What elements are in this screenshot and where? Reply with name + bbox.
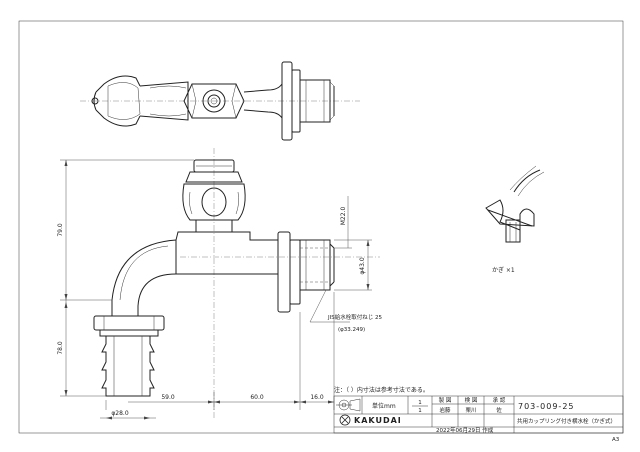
reference-note: 注：（ ）内寸法は参考寸法である。 xyxy=(334,386,429,394)
product-name: 共用カップリング付き横水栓（かぎ式） xyxy=(517,417,616,425)
key-caption: かぎ ×1 xyxy=(492,266,515,274)
scale-denominator: 1 xyxy=(418,408,422,414)
title-block xyxy=(333,395,624,434)
dim-thread-top: M22.0 xyxy=(340,207,347,226)
dim-body-dia: φ43.0 xyxy=(359,257,366,275)
projection-symbol-icon xyxy=(336,398,361,412)
dimension-lines xyxy=(60,159,372,420)
thread-note: JIS給水栓取付ねじ 25 xyxy=(327,313,382,321)
dim-lower-height: 78.0 xyxy=(57,341,64,355)
dim-horizontal-b: 60.0 xyxy=(250,394,264,401)
scale-numerator: 1 xyxy=(418,400,422,406)
approver-name: 佐 xyxy=(496,406,502,414)
faucet-side-view xyxy=(93,148,380,420)
faucet-top-view xyxy=(80,61,360,141)
unit-label: 単位mm xyxy=(372,402,396,410)
col-header-drafted: 製 図 xyxy=(439,396,452,404)
col-header-approved: 承 認 xyxy=(493,396,506,404)
drawing-number: 703-009-25 xyxy=(518,402,575,411)
dim-total-height: 79.0 xyxy=(57,223,64,237)
kakudai-logo-icon xyxy=(339,414,351,426)
dim-horizontal-c: 16.0 xyxy=(310,394,324,401)
company-name: KAKUDAI xyxy=(354,416,402,425)
dim-horizontal-a: 59.0 xyxy=(161,394,175,401)
dim-hose-dia: φ28.0 xyxy=(111,410,129,417)
checker-name: 栗川 xyxy=(465,407,476,414)
key-illustration xyxy=(485,165,545,243)
sheet-size: A3 xyxy=(612,437,620,443)
col-header-checked: 検 図 xyxy=(465,396,478,404)
sheet-border xyxy=(18,20,624,434)
thread-note-sub: (φ33.249) xyxy=(338,327,365,333)
creation-date: 2022年06月29日 作成 xyxy=(436,426,494,434)
drafter-name: 岩藤 xyxy=(439,406,451,414)
